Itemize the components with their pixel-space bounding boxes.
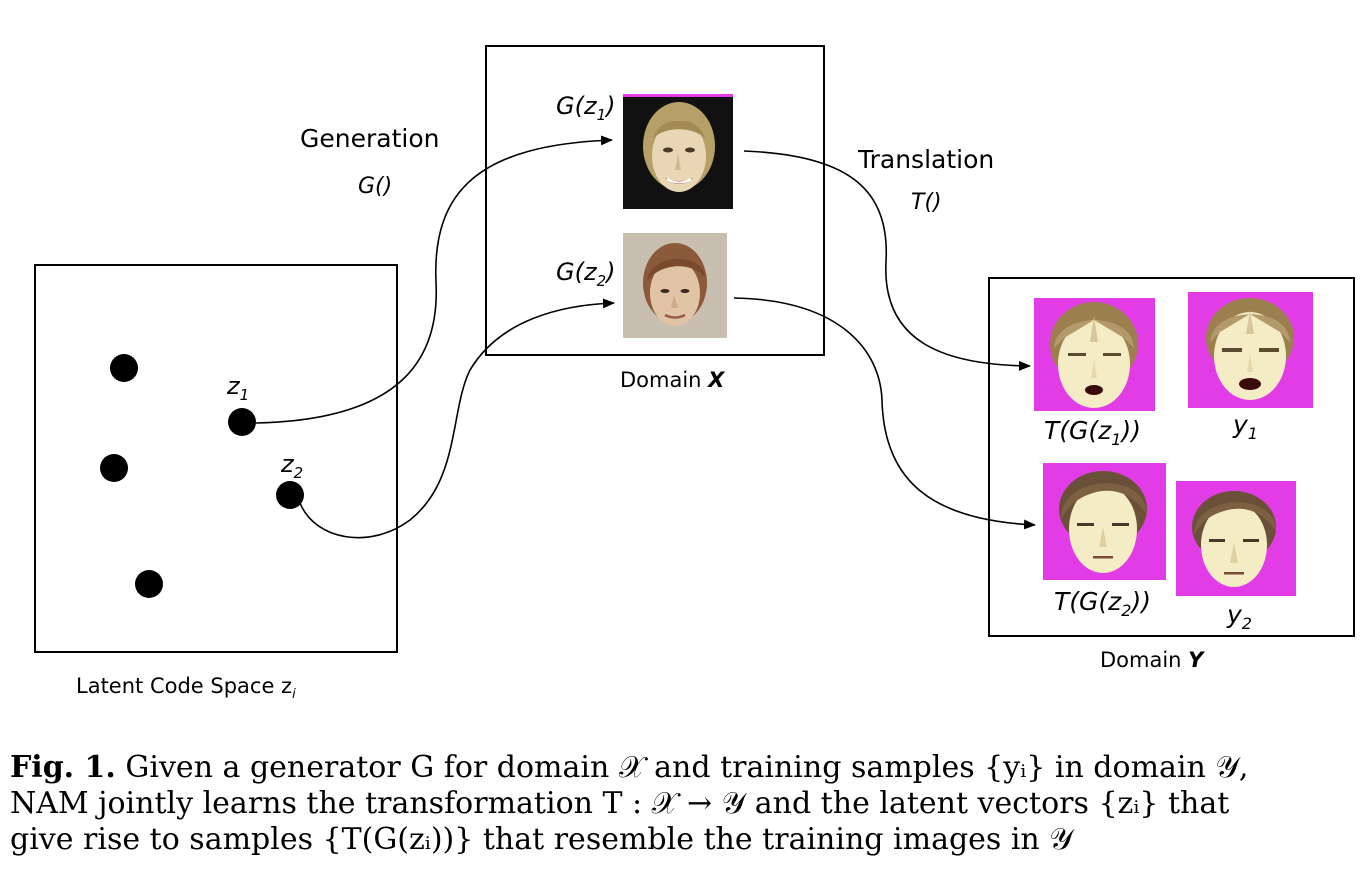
latent-point (110, 354, 138, 382)
training-cartoon-image-y1 (1188, 292, 1313, 408)
y2-label: y2 (1227, 600, 1252, 633)
t-g-z2-label: T(G(z2)) (1054, 587, 1151, 620)
latent-point-z1 (228, 408, 256, 436)
z2-label: z2 (281, 450, 304, 482)
generated-face-image-1 (623, 94, 733, 209)
caption-line-3: give rise to samples {T(G(zᵢ))} that res… (10, 822, 1073, 857)
translated-cartoon-image-1 (1034, 298, 1155, 411)
figure-number: Fig. 1. (10, 750, 116, 785)
translated-cartoon-image-2 (1043, 463, 1166, 580)
generation-curve-z2 (299, 298, 615, 539)
y1-label: y1 (1233, 410, 1258, 443)
latent-points (100, 354, 304, 598)
latent-space-box (34, 264, 398, 653)
domain-x-label: Domain X (620, 368, 725, 392)
g-z1-label: G(z1) (556, 92, 616, 124)
latent-space-label: Latent Code Space zi (76, 674, 296, 703)
domain-y-box (988, 277, 1355, 637)
translation-title: Translation (858, 145, 995, 174)
training-cartoon-image-y2 (1176, 481, 1296, 596)
latent-point-z2 (276, 481, 304, 509)
nam-figure: z1 z2 Latent Code Space zi Generation G(… (34, 45, 1355, 703)
domain-x-box (485, 45, 825, 356)
figure-caption: Fig. 1. Given a generator G for domain 𝒳… (10, 750, 1362, 858)
z1-label: z1 (227, 372, 250, 404)
latent-point (100, 454, 128, 482)
t-g-z1-label: T(G(z1)) (1044, 416, 1141, 449)
latent-point (135, 570, 163, 598)
generation-curve-z1 (255, 135, 613, 424)
translation-curve-2 (733, 297, 1036, 530)
caption-line-2: NAM jointly learns the transformation T … (10, 786, 1230, 821)
g-z2-label: G(z2) (556, 258, 616, 290)
caption-line-1: Fig. 1. Given a generator G for domain 𝒳… (10, 750, 1249, 785)
domain-y-label: Domain Y (1100, 648, 1204, 672)
translation-function: T() (911, 190, 942, 215)
generation-title: Generation (300, 124, 440, 153)
generation-function: G() (358, 174, 393, 199)
generated-face-image-2 (623, 233, 727, 338)
